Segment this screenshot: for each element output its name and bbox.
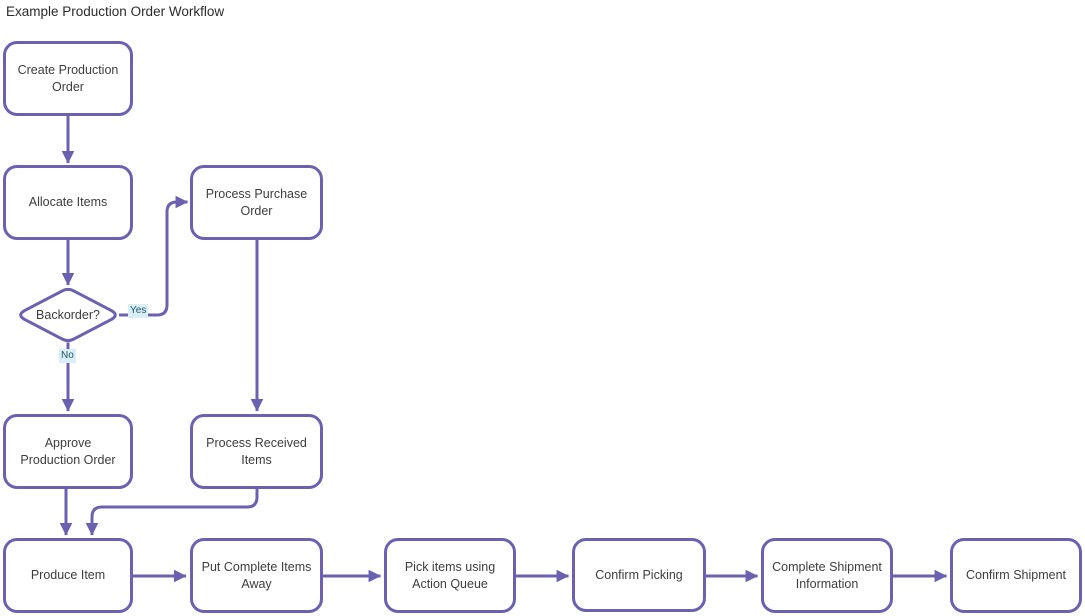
node-approve-production-order: Approve Production Order bbox=[3, 414, 133, 489]
node-process-purchase-order: Process Purchase Order bbox=[190, 165, 323, 240]
node-put-complete-items-away: Put Complete Items Away bbox=[190, 538, 323, 613]
edge-process-received-to-produce bbox=[85, 489, 259, 536]
node-label: Process Purchase Order bbox=[205, 187, 308, 218]
edge-label-yes: Yes bbox=[128, 304, 149, 318]
node-process-received-items: Process Received Items bbox=[190, 414, 323, 489]
node-complete-shipment-information: Complete Shipment Information bbox=[761, 538, 893, 613]
node-label: Process Received Items bbox=[206, 436, 307, 467]
node-label: Put Complete Items Away bbox=[201, 560, 312, 591]
node-create-production-order: Create Production Order bbox=[3, 41, 133, 116]
node-label: Confirm Picking bbox=[595, 567, 683, 582]
node-allocate-items: Allocate Items bbox=[3, 165, 133, 240]
node-backorder-decision: Backorder? bbox=[17, 289, 119, 341]
node-label: Approve Production Order bbox=[20, 436, 116, 467]
decision-backorder-shape bbox=[19, 287, 117, 343]
node-pick-items-using-action-queue: Pick items using Action Queue bbox=[384, 538, 516, 613]
node-label: Complete Shipment Information bbox=[772, 560, 882, 591]
node-label: Allocate Items bbox=[28, 195, 108, 210]
node-label: Create Production Order bbox=[17, 63, 119, 94]
diagram-title: Example Production Order Workflow bbox=[6, 4, 225, 19]
node-produce-item: Produce Item bbox=[3, 538, 133, 613]
edge-backorder-yes-to-process-purchase-order bbox=[119, 195, 189, 317]
node-label: Confirm Shipment bbox=[965, 568, 1067, 583]
node-label: Backorder? bbox=[36, 308, 100, 322]
edge-label-no: No bbox=[59, 349, 76, 363]
node-confirm-shipment: Confirm Shipment bbox=[950, 538, 1082, 613]
node-confirm-picking: Confirm Picking bbox=[572, 538, 706, 612]
node-label: Produce Item bbox=[30, 568, 106, 583]
node-label: Pick items using Action Queue bbox=[404, 560, 496, 591]
